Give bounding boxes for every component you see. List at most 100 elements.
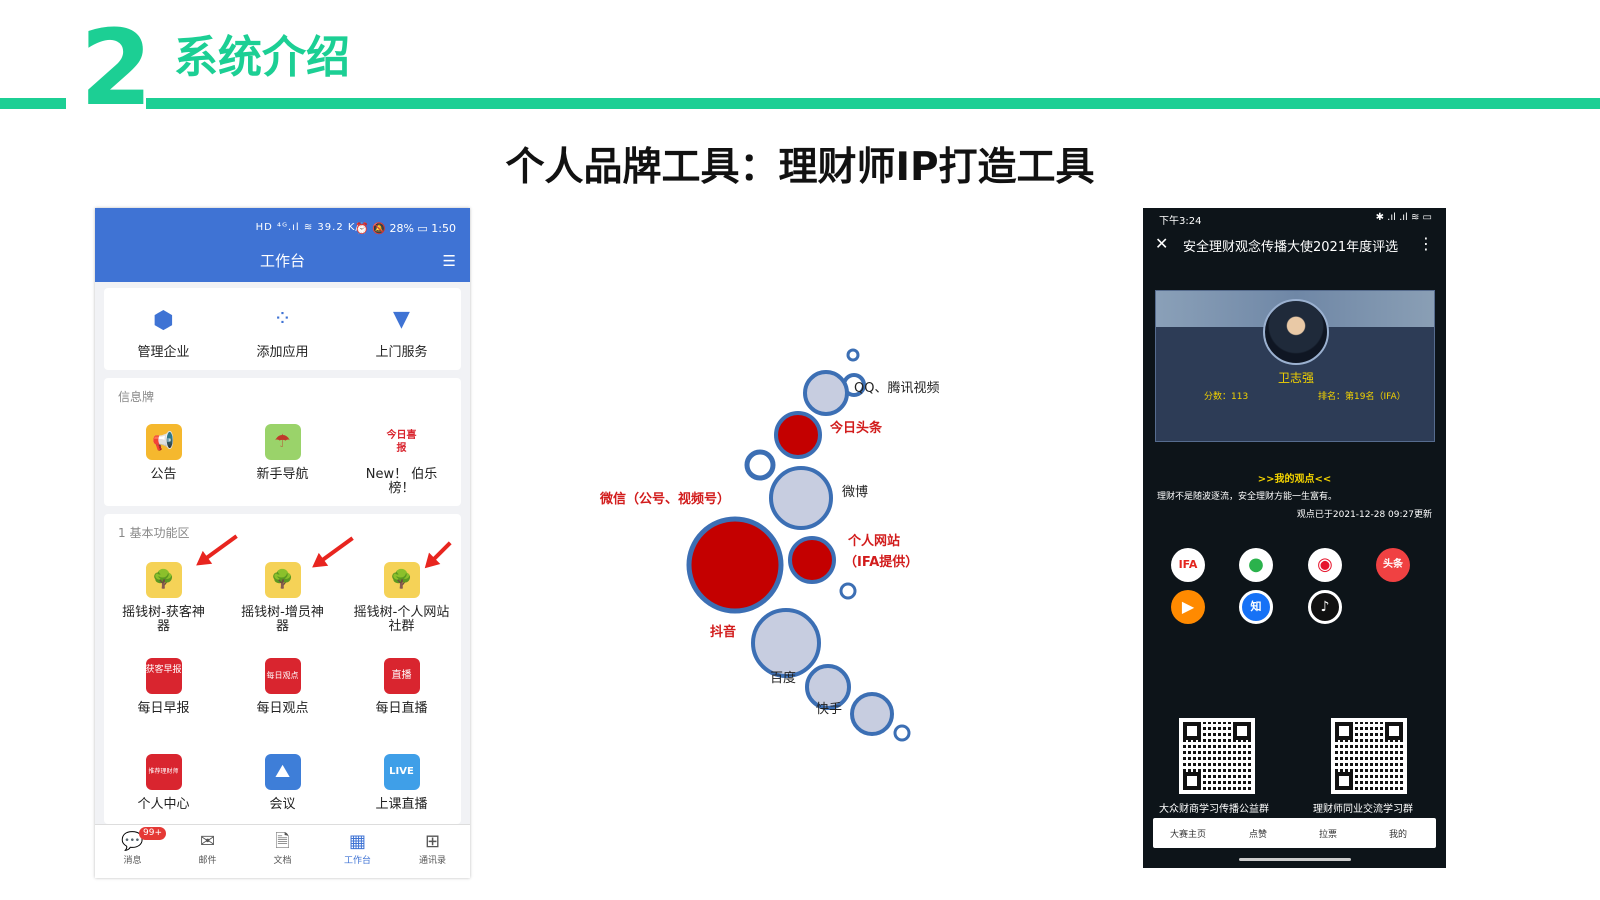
chat-icon: 💬 — [121, 831, 144, 852]
status-icons: HD ⁴ᴳ.ıl ≋ 39.2 K/s — [255, 222, 366, 233]
meeting-button[interactable]: ⛰会议 — [223, 754, 342, 812]
ifa-icon[interactable]: IFA — [1171, 548, 1205, 582]
cell-label: 每日早报 — [137, 701, 190, 716]
ranking-button[interactable]: 今日喜报 New！ 伯乐榜！ — [342, 424, 461, 496]
bubble-label-kuaishou: 快手 — [816, 702, 843, 717]
kuaishou-icon[interactable]: ▶ — [1171, 590, 1205, 624]
meeting-icon: ⛰ — [264, 754, 301, 790]
tab-contacts[interactable]: ⊞ 通讯录 — [395, 831, 470, 866]
bubble-label-wechat: 微信（公号、视频号） — [600, 492, 731, 507]
view-text: 理财不是随波逐流，安全理财方能一生富有。 — [1157, 492, 1338, 502]
ranking-icon: 今日喜报 — [386, 430, 417, 454]
live-icon: 直播 — [383, 658, 420, 694]
money-tree-recruit-button[interactable]: 🌳 摇钱树-增员神器 — [223, 562, 342, 634]
tie-icon: ▼ — [393, 307, 410, 332]
tab-label: 通讯录 — [418, 856, 446, 866]
nav-contest-home[interactable]: 大赛主页 — [1169, 830, 1206, 840]
money-tree-customer-button[interactable]: 🌳 摇钱树-获客神器 — [104, 562, 223, 634]
bubble-graphics — [686, 348, 911, 742]
cell-label: 摇钱树-获客神器 — [122, 605, 205, 634]
deco-ring — [893, 724, 911, 742]
money-tree-icon: 🌳 — [264, 562, 301, 598]
top-bar: HD ⁴ᴳ.ıl ≋ 39.2 K/s ⏰ 🔕 28% ▭ 1:50 工作台 ☰ — [95, 208, 470, 282]
personal-center-button[interactable]: 推荐理财师个人中心 — [104, 754, 223, 812]
daily-morning-report-button[interactable]: 获客早报每日早报 — [104, 658, 223, 716]
section-number: 2 — [80, 7, 152, 129]
bottom-nav: 大赛主页 点赞 拉票 我的 — [1153, 818, 1436, 848]
megaphone-icon: 📢 — [145, 424, 182, 460]
deco-ring — [846, 348, 860, 362]
announcement-button[interactable]: 📢公告 — [104, 424, 223, 482]
status-time: 下午3:24 — [1159, 216, 1202, 227]
board-title: 信息牌 — [118, 390, 155, 404]
nav-like[interactable]: 点赞 — [1248, 830, 1267, 840]
bubble-baidu — [805, 664, 851, 710]
qr-label-peer-group: 理财师同业交流学习群 — [1313, 804, 1413, 815]
money-tree-website-button[interactable]: 🌳摇钱树-个人网站社群 — [342, 562, 461, 634]
settings-menu-icon[interactable]: ☰ — [442, 252, 456, 270]
cell-label: New！ 伯乐榜！ — [365, 467, 438, 496]
tab-label: 工作台 — [343, 856, 371, 866]
tab-workbench[interactable]: ▦工作台 — [320, 831, 395, 866]
bubble-douyin — [751, 608, 821, 678]
slide-title: 个人品牌工具：理财师IP打造工具 — [505, 145, 1095, 190]
tab-mail[interactable]: ✉邮件 — [170, 831, 245, 866]
daily-view-icon: 每日观点 — [264, 658, 301, 694]
info-board-card: 信息牌 📢公告 ☂新手导航 今日喜报 New！ 伯乐榜！ — [104, 378, 461, 506]
daily-live-button[interactable]: 直播每日直播 — [342, 658, 461, 716]
cell-label: 摇钱树-增员神器 — [241, 605, 324, 634]
weibo-icon[interactable]: ◉ — [1308, 548, 1342, 582]
workbench-phone-screenshot: HD ⁴ᴳ.ıl ≋ 39.2 K/s ⏰ 🔕 28% ▭ 1:50 工作台 ☰… — [95, 208, 470, 878]
bubble-label-ifa: （IFA提供） — [844, 555, 919, 570]
tab-label: 消息 — [123, 856, 142, 866]
status-right-icons: ⏰ 🔕 28% ▭ — [355, 222, 428, 235]
page-title: 安全理财观念传播大使2021年度评选 — [1183, 240, 1399, 255]
bubble-website — [788, 536, 836, 584]
bubble-label-douyin: 抖音 — [710, 625, 737, 640]
bubble-kuaishou — [850, 692, 894, 736]
bubble-weibo — [769, 466, 833, 530]
add-app-button[interactable]: ⁘添加应用 — [223, 302, 342, 360]
wechat-icon[interactable]: ● — [1239, 548, 1273, 582]
daily-view-button[interactable]: 每日观点每日观点 — [223, 658, 342, 716]
workbench-title: 工作台 — [259, 252, 305, 270]
cell-label: 上门服务 — [375, 345, 428, 360]
toutiao-icon[interactable]: 头条 — [1376, 548, 1410, 582]
view-updated: 观点已于2021-12-28 09:27更新 — [1296, 510, 1432, 520]
qr-code-public-group[interactable] — [1179, 718, 1255, 794]
org-chart-icon: ⊞ — [424, 831, 441, 852]
basic-functions-card: 1 基本功能区 🌳摇钱树-获客神器 🌳摇钱树-增员神器 🌳摇钱树-个人网站社群 … — [104, 514, 461, 824]
cell-label: 管理企业 — [137, 345, 190, 360]
nav-mine[interactable]: 我的 — [1388, 830, 1407, 840]
douyin-icon[interactable]: ♪ — [1308, 590, 1342, 624]
profile-score: 分数：113 — [1204, 392, 1249, 402]
bubble-toutiao — [774, 411, 822, 459]
zhihu-icon[interactable]: 知 — [1239, 590, 1273, 624]
tab-documents[interactable]: 🗎文档 — [245, 831, 320, 866]
guide-icon: ☂ — [264, 424, 301, 460]
bubble-label-baidu: 百度 — [770, 671, 797, 686]
qr-code-peer-group[interactable] — [1331, 718, 1407, 794]
bubble-label-weibo: 微博 — [842, 485, 869, 500]
more-icon[interactable]: ⋮ — [1418, 234, 1434, 253]
nav-canvass[interactable]: 拉票 — [1318, 830, 1337, 840]
document-icon: 🗎 — [275, 831, 290, 852]
profile-rank: 排名：第19名（IFA） — [1318, 392, 1406, 402]
onsite-service-button[interactable]: ▼ 上门服务 — [342, 302, 461, 360]
bottom-tab-bar: 💬消息 99+ ✉邮件 🗎文档 ▦工作台 ⊞通讯录 — [95, 824, 470, 878]
money-tree-icon: 🌳 — [145, 562, 182, 598]
personal-center-icon: 推荐理财师 — [145, 754, 182, 790]
close-icon[interactable]: ✕ — [1155, 234, 1169, 253]
cell-label: 摇钱树-个人网站社群 — [353, 605, 450, 634]
qr-label-public-group: 大众财商学习传播公益群 — [1159, 804, 1269, 815]
header-rule-left — [0, 98, 66, 109]
manage-company-button[interactable]: ⬢管理企业 — [104, 302, 223, 360]
section-title: 系统介绍 — [174, 32, 350, 83]
tab-messages[interactable]: 💬 消息 — [95, 831, 170, 866]
beginner-guide-button[interactable]: ☂新手导航 — [223, 424, 342, 482]
status-icons: ✱ .ıl .ıl ≋ ▭ — [1375, 212, 1432, 223]
top-actions-card: ⬢管理企业 ⁘添加应用 ▼ 上门服务 — [104, 288, 461, 370]
bubble-label-qq: QQ、腾讯视频 — [854, 381, 940, 396]
status-time: 1:50 — [431, 222, 456, 235]
